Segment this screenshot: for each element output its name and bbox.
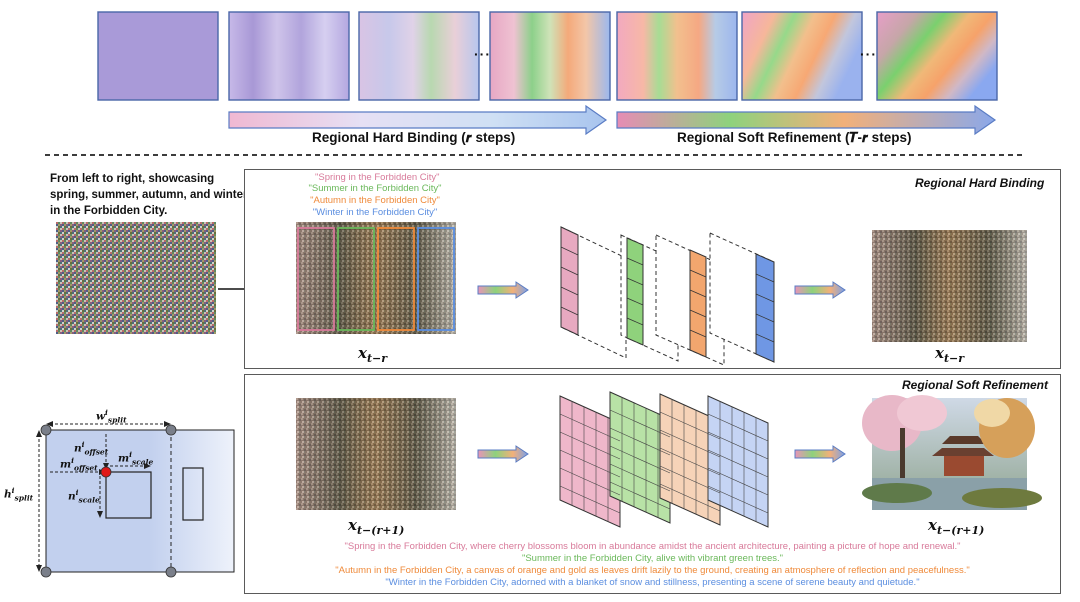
frame-4 — [489, 11, 611, 101]
frame-6 — [741, 11, 863, 101]
corner-dot-bm — [165, 566, 177, 578]
soft-input-latent — [296, 398, 456, 510]
soft-refinement-title: Regional Soft Refinement — [902, 378, 1049, 392]
prompt-summer: "Summer in the Forbidden City" — [308, 183, 442, 194]
ellipsis-2: ··· — [860, 46, 877, 62]
small-gradient-arrow-2 — [794, 281, 846, 299]
prompt-autumn: "Autumn in the Forbidden City" — [310, 195, 440, 206]
grid-autumn — [659, 393, 721, 526]
corner-dot-tl — [40, 424, 52, 436]
long-prompt-spring: "Spring in the Forbidden City, where che… — [344, 541, 961, 552]
long-prompt-winter: "Winter in the Forbidden City, adorned w… — [385, 577, 920, 588]
corner-dot-bl — [40, 566, 52, 578]
frame-2 — [228, 11, 350, 101]
region-winter — [417, 227, 455, 331]
frame-1 — [97, 11, 219, 101]
corner-dot-tm — [165, 424, 177, 436]
x-t-r1-input-label: xt−(r+1) — [348, 516, 405, 537]
small-gradient-arrow — [477, 281, 529, 299]
long-prompt-summer: "Summer in the Forbidden City, alive wit… — [521, 553, 784, 564]
region-geometry-diagram — [36, 421, 235, 578]
sheet-winter — [709, 232, 775, 363]
h-split-label: hisplit — [4, 486, 34, 503]
m-scale-label: miscale — [118, 450, 154, 467]
soft-refinement-label: Regional Soft Refinement (𝑻-𝒓 steps) — [677, 130, 912, 145]
frame-sequence — [45, 11, 1025, 156]
soft-refinement-arrow — [616, 104, 997, 136]
grid-spring — [559, 395, 621, 528]
n-scale-label: niscale — [68, 488, 100, 505]
m-offset-label: mioffset — [60, 456, 98, 473]
frame-3 — [358, 11, 480, 101]
x-t-r-output-label: xt−r — [935, 344, 965, 365]
initial-noise-image — [56, 222, 216, 334]
noisy-latent-regions — [296, 222, 456, 334]
long-prompt-autumn: "Autumn in the Forbidden City, a canvas … — [335, 565, 970, 576]
sheet-autumn — [655, 234, 725, 366]
small-gradient-arrow-4 — [794, 445, 846, 463]
hard-binding-label: Regional Hard Binding (𝒓 steps) — [312, 130, 516, 145]
sheet-spring — [560, 226, 627, 359]
hard-binding-title: Regional Hard Binding — [915, 176, 1045, 190]
x-t-r-input-label: xt−r — [358, 344, 388, 365]
small-gradient-arrow-3 — [477, 445, 529, 463]
hard-binding-arrow — [228, 104, 608, 136]
prompt-spring: "Spring in the Forbidden City" — [315, 172, 440, 183]
x-t-r1-output-label: xt−(r+1) — [928, 516, 985, 537]
prompt-winter: "Winter in the Forbidden City" — [312, 207, 438, 218]
region-autumn — [377, 227, 415, 331]
intro-text: From left to right, showcasing spring, s… — [50, 173, 248, 217]
n-offset-label: nioffset — [74, 440, 109, 457]
soft-attention-grids — [559, 391, 769, 528]
frame-5 — [616, 11, 738, 101]
w-split-label: wisplit — [96, 408, 127, 425]
grid-summer — [609, 391, 671, 524]
hard-output-latent — [872, 230, 1027, 342]
region-spring — [297, 227, 335, 331]
region-summer — [337, 227, 375, 331]
sub-region-rect — [105, 471, 152, 519]
ellipsis-1: ··· — [474, 46, 491, 62]
offset-origin-dot — [100, 466, 112, 478]
frame-7 — [876, 11, 998, 101]
final-forbidden-city-image — [862, 395, 1042, 510]
neighbor-region-rect — [182, 467, 204, 521]
hard-attention-sheets — [560, 226, 775, 366]
